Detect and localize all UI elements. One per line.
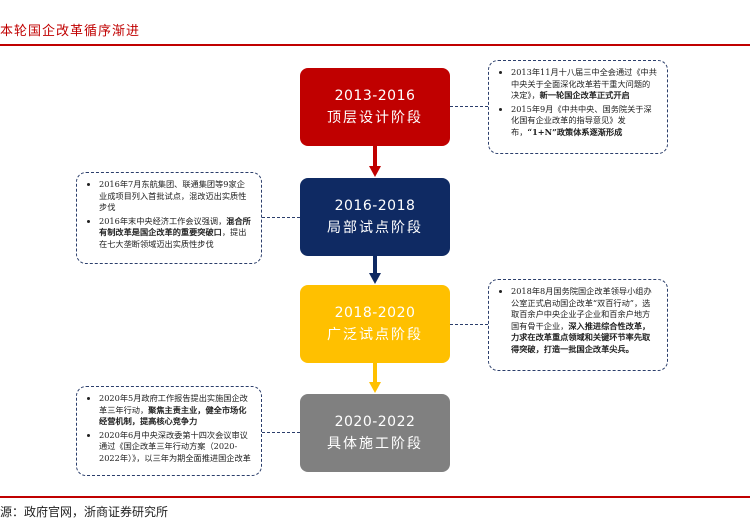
arrow-down-2 (369, 256, 381, 285)
stage-3: 2018-2020 广泛试点阶段 (300, 285, 450, 363)
note-item: 2020年6月中央深改委第十四次会议审议通过《国企改革三年行动方案（2020-2… (99, 430, 251, 465)
header-rule (0, 44, 750, 46)
source-note: 源：政府官网，浙商证券研究所 (0, 505, 169, 519)
note-box-3: 2018年8月国务院国企改革领导小组办公室正式启动国企改革“双百行动”，选取百余… (488, 279, 668, 371)
note-item: 2016年7月东航集团、联通集团等9家企业成项目列入首批试点，混改迈出实质性步伐 (99, 179, 251, 214)
stage-years: 2018-2020 (334, 305, 416, 321)
stage-name: 顶层设计阶段 (327, 110, 423, 126)
stage-name: 具体施工阶段 (327, 436, 423, 452)
note-box-2: 2016年7月东航集团、联通集团等9家企业成项目列入首批试点，混改迈出实质性步伐… (76, 172, 262, 264)
note-item: 2013年11月十八届三中全会通过《中共中央关于全面深化改革若干重大问题的决定》… (511, 67, 657, 102)
stage-name: 广泛试点阶段 (327, 327, 423, 343)
note-item: 2016年末中央经济工作会议强调，混合所有制改革是国企改革的重要突破口，提出在七… (99, 216, 251, 251)
connector-2 (262, 217, 300, 219)
connector-1 (450, 106, 488, 108)
stage-years: 2020-2022 (334, 414, 416, 430)
stage-years: 2013-2016 (334, 88, 416, 104)
footer-rule (0, 496, 750, 498)
arrow-down-3 (369, 363, 381, 394)
stage-name: 局部试点阶段 (327, 220, 423, 236)
note-box-4: 2020年5月政府工作报告提出实施国企改革三年行动，聚焦主责主业，健全市场化经营… (76, 386, 262, 476)
page-title: 本轮国企改革循序渐进 (0, 24, 141, 39)
stage-1: 2013-2016 顶层设计阶段 (300, 68, 450, 146)
stage-years: 2016-2018 (334, 198, 416, 214)
note-item: 2018年8月国务院国企改革领导小组办公室正式启动国企改革“双百行动”，选取百余… (511, 286, 657, 355)
stage-2: 2016-2018 局部试点阶段 (300, 178, 450, 256)
stage-4: 2020-2022 具体施工阶段 (300, 394, 450, 472)
arrow-down-1 (369, 146, 381, 178)
note-item: 2015年9月《中共中央、国务院关于深化国有企业改革的指导意见》发布，“1+N”… (511, 104, 657, 139)
note-item: 2020年5月政府工作报告提出实施国企改革三年行动，聚焦主责主业，健全市场化经营… (99, 393, 251, 428)
note-box-1: 2013年11月十八届三中全会通过《中共中央关于全面深化改革若干重大问题的决定》… (488, 60, 668, 154)
connector-3 (450, 324, 488, 326)
connector-4 (262, 432, 300, 434)
